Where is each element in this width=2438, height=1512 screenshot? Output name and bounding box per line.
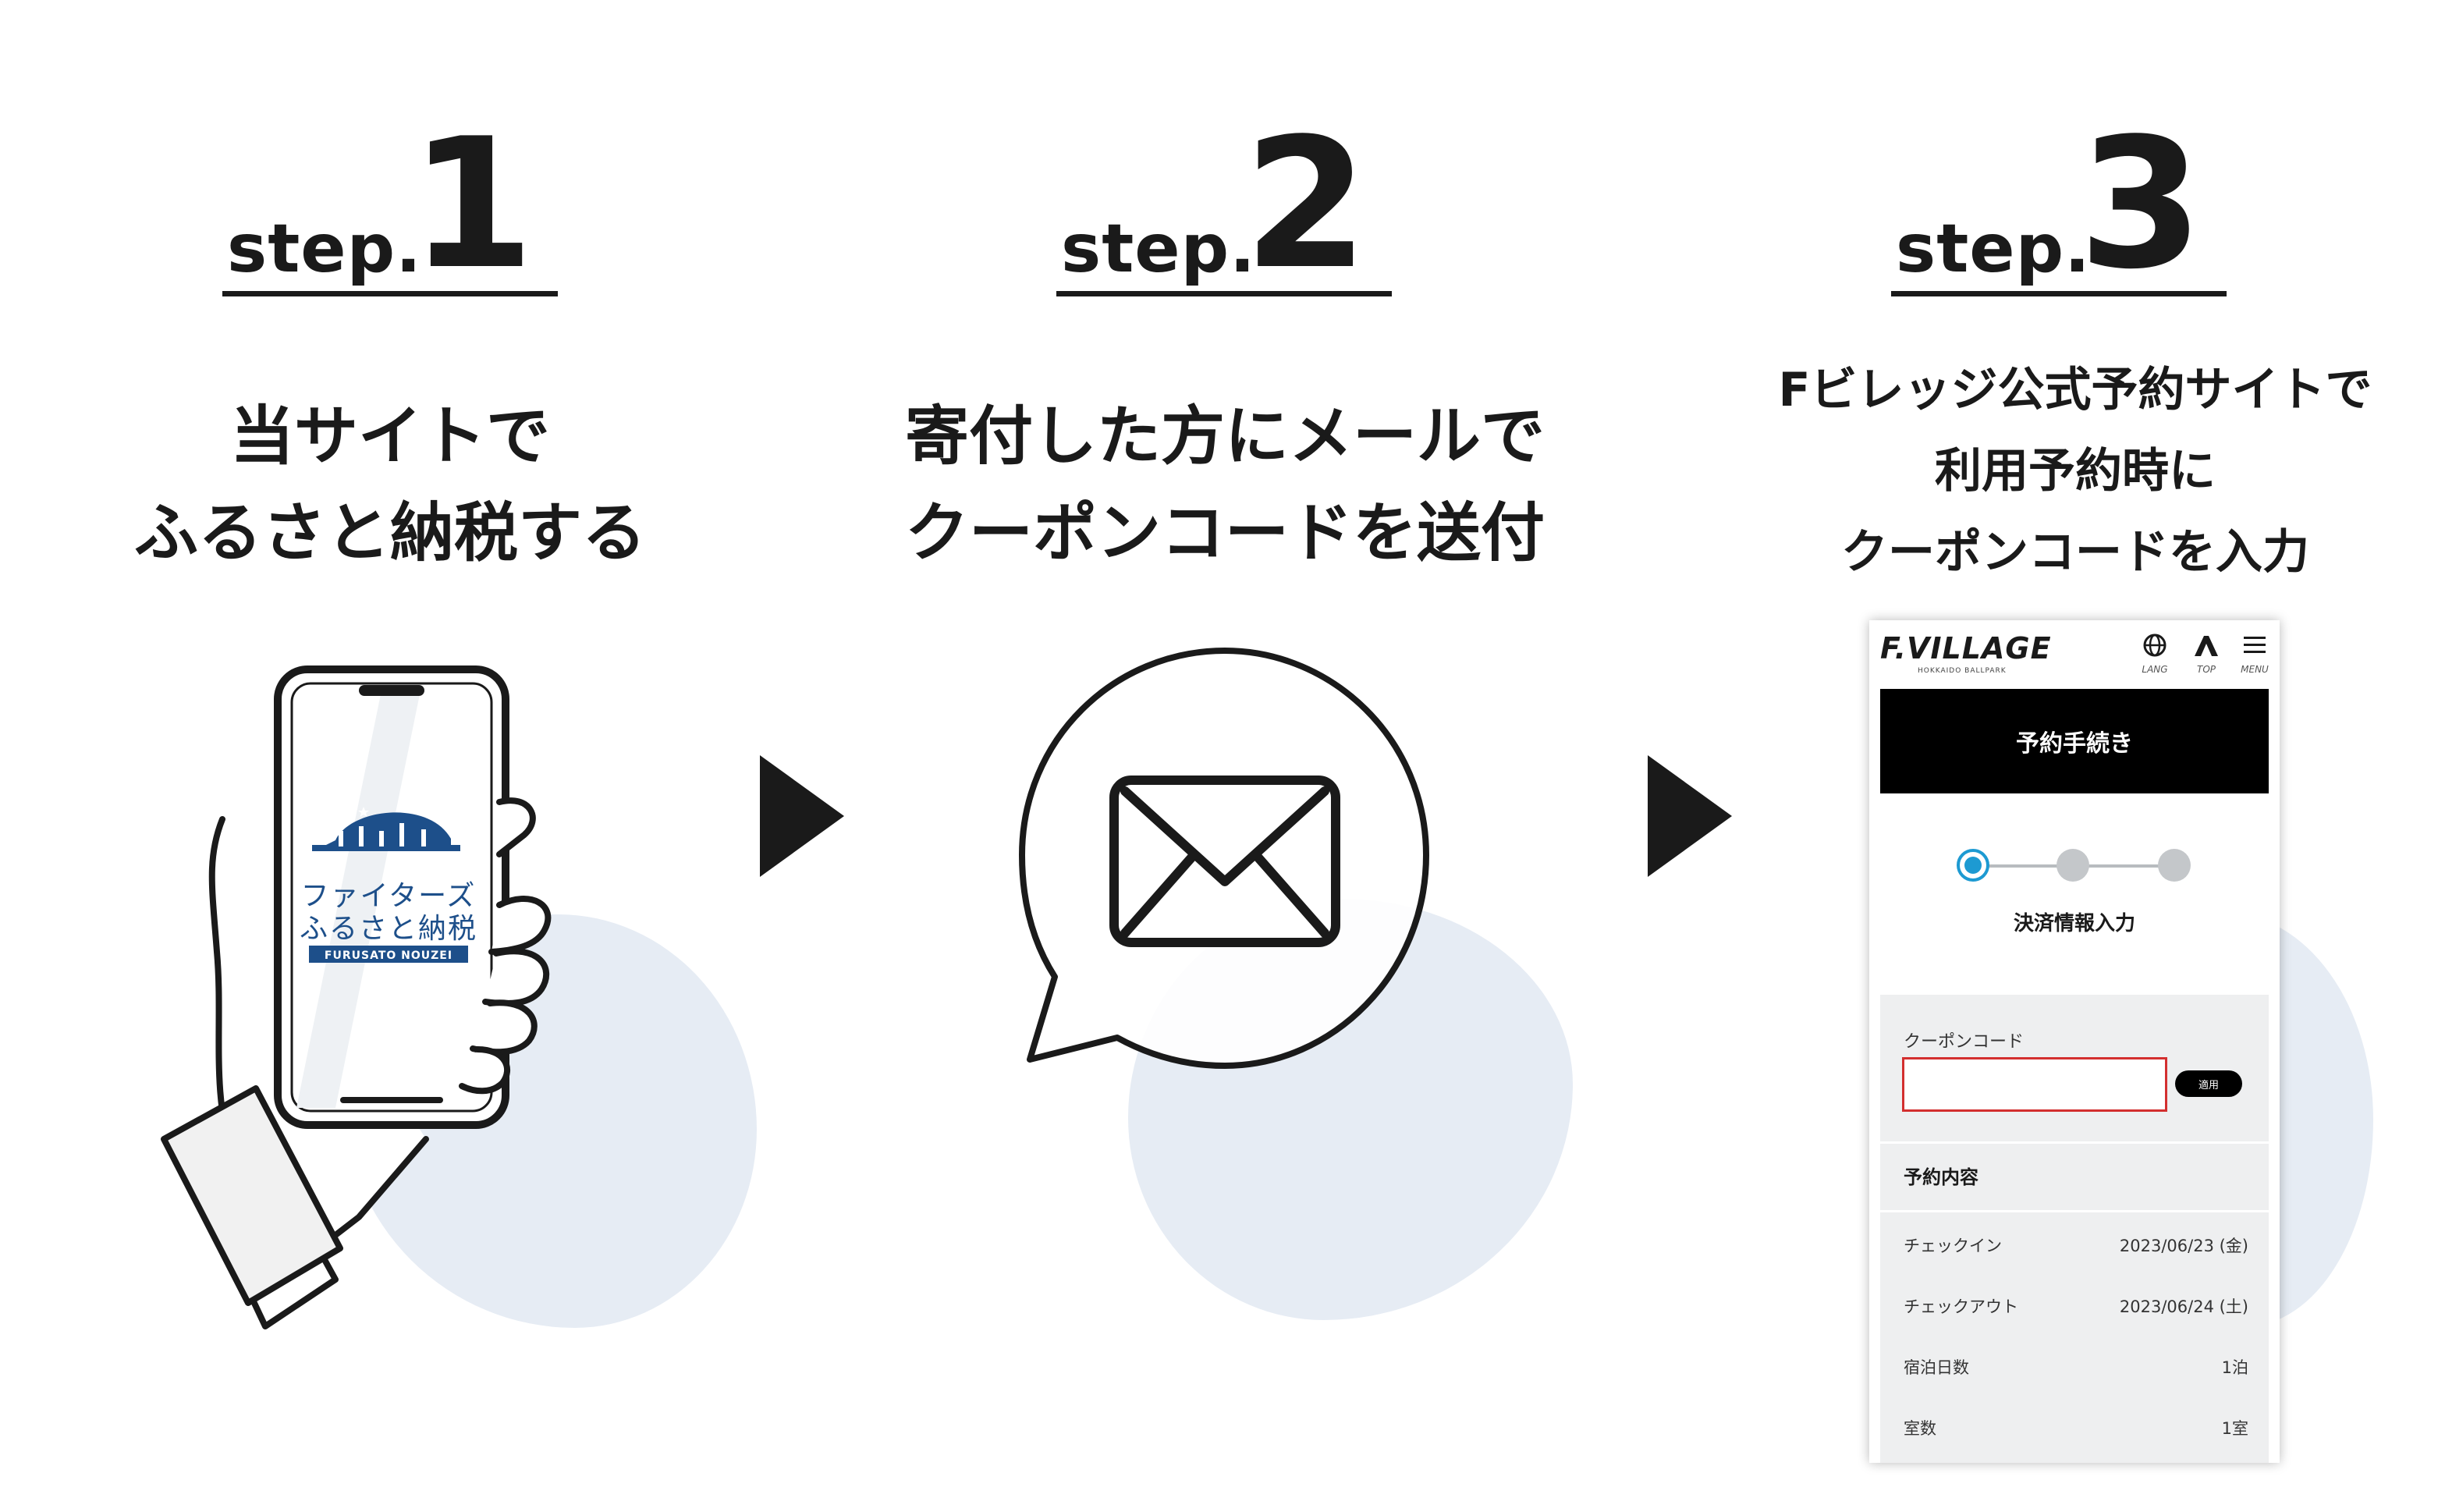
apply-button[interactable]: 適用 (2175, 1070, 2242, 1097)
mail-bubble-illustration (1019, 648, 1429, 1069)
step-3-word: step. (1896, 210, 2091, 288)
progress-step-3 (2158, 849, 2191, 882)
coupon-label: クーポンコード (1904, 1032, 2025, 1052)
divider-2 (1880, 1210, 2269, 1212)
phone-hand-illustration: ファイターズ ふるさと納税 FURUSATO NOUZEI (161, 665, 552, 1329)
detail-row-nights: 宿泊日数 1泊 (1904, 1355, 2248, 1379)
step-3-line-3: クーポンコードを入力 (1841, 525, 2309, 580)
sleeve-cuff (161, 1085, 343, 1306)
detail-row-checkout: チェックアウト 2023/06/24 (土) (1904, 1294, 2248, 1318)
step-2-line-2: クーポンコードを送付 (904, 496, 1545, 570)
step-2-word: step. (1061, 210, 1256, 288)
step-2-header: step. 2 (1056, 103, 1392, 296)
step-3-line-2: 利用予約時に (1935, 444, 2216, 499)
detail-row-rooms: 室数 1室 (1904, 1416, 2248, 1439)
step-1-number: 1 (410, 101, 535, 309)
top-label: TOP (2196, 664, 2216, 675)
reservation-section-title: 予約内容 (1904, 1166, 1978, 1188)
globe-icon (2143, 634, 2167, 657)
detail-row-checkin: チェックイン 2023/06/23 (金) (1904, 1233, 2248, 1257)
phone-home-bar (340, 1097, 443, 1103)
finger-1 (488, 896, 552, 955)
top-button[interactable]: TOP (2191, 633, 2222, 675)
app-subtitle-bar (309, 946, 468, 963)
envelope-flap (1120, 786, 1329, 886)
progress-step-1 (1957, 849, 1989, 882)
coupon-code-input[interactable] (1902, 1057, 2167, 1112)
step-3-header: step. 3 (1891, 103, 2227, 296)
current-step-label: 決済情報入力 (2013, 912, 2135, 935)
step-1-header: step. 1 (222, 103, 558, 296)
booking-header: F.VILLAGE HOKKAIDO BALLPARK LANG TOP MEN… (1869, 620, 2280, 684)
progress-step-2 (2057, 849, 2089, 882)
page-title: 予約手続き (2016, 730, 2133, 758)
lang-button[interactable]: LANG (2139, 633, 2170, 675)
detail-label: チェックアウト (1904, 1297, 2018, 1316)
stadium-dome-icon (320, 812, 451, 848)
step-1-word: step. (227, 210, 422, 288)
finger-top (496, 797, 536, 857)
step-2-number: 2 (1244, 101, 1369, 309)
top-icon (2195, 636, 2218, 656)
detail-label: 宿泊日数 (1904, 1358, 1969, 1377)
next-arrow-1 (760, 755, 844, 877)
app-logo (312, 807, 460, 851)
step-1-line-1: 当サイトで (229, 399, 550, 474)
lang-label: LANG (2142, 664, 2168, 675)
step-2-line-1: 寄付した方にメールで (904, 399, 1545, 474)
step-3-underline (1891, 291, 2227, 296)
step-2-underline (1056, 291, 1392, 296)
step-3-line-1: Fビレッジ公式予約サイトで (1778, 363, 2372, 417)
step-1-description: 当サイトで ふるさと納税する (117, 389, 663, 582)
app-title-line-1: ファイターズ (301, 880, 477, 912)
next-arrow-2 (1648, 755, 1732, 877)
booking-screen: F.VILLAGE HOKKAIDO BALLPARK LANG TOP MEN… (1869, 620, 2280, 1463)
detail-label: 室数 (1904, 1419, 1936, 1438)
finger-4 (459, 1046, 511, 1095)
detail-value: 2023/06/23 (金) (2119, 1237, 2248, 1255)
detail-label: チェックイン (1904, 1237, 2002, 1255)
step-1-underline (222, 291, 558, 296)
app-title-line-2: ふるさと納税 (300, 913, 477, 945)
step-2-description: 寄付した方にメールで クーポンコードを送付 (882, 389, 1568, 582)
envelope-icon (1109, 776, 1340, 947)
fvillage-logo[interactable]: F.VILLAGE (1880, 631, 2052, 665)
page-title-bar: 予約手続き (1880, 689, 2269, 793)
detail-value: 1室 (2221, 1419, 2248, 1438)
detail-value: 2023/06/24 (土) (2119, 1297, 2248, 1316)
menu-button[interactable]: MENU (2239, 633, 2270, 675)
detail-value: 1泊 (2221, 1358, 2248, 1377)
screen-glare (296, 687, 421, 1108)
step-3-number: 3 (2078, 101, 2204, 309)
divider-1 (1880, 1141, 2269, 1144)
phone-speaker (359, 685, 424, 696)
menu-label: MENU (2241, 664, 2269, 675)
app-subtitle: FURUSATO NOUZEI (325, 949, 452, 962)
fvillage-logo-sub: HOKKAIDO BALLPARK (1918, 667, 2007, 675)
menu-icon (2244, 637, 2266, 653)
step-3-description: Fビレッジ公式予約サイトで 利用予約時に クーポンコードを入力 (1763, 350, 2387, 593)
step-1-line-2: ふるさと納税する (133, 496, 646, 570)
